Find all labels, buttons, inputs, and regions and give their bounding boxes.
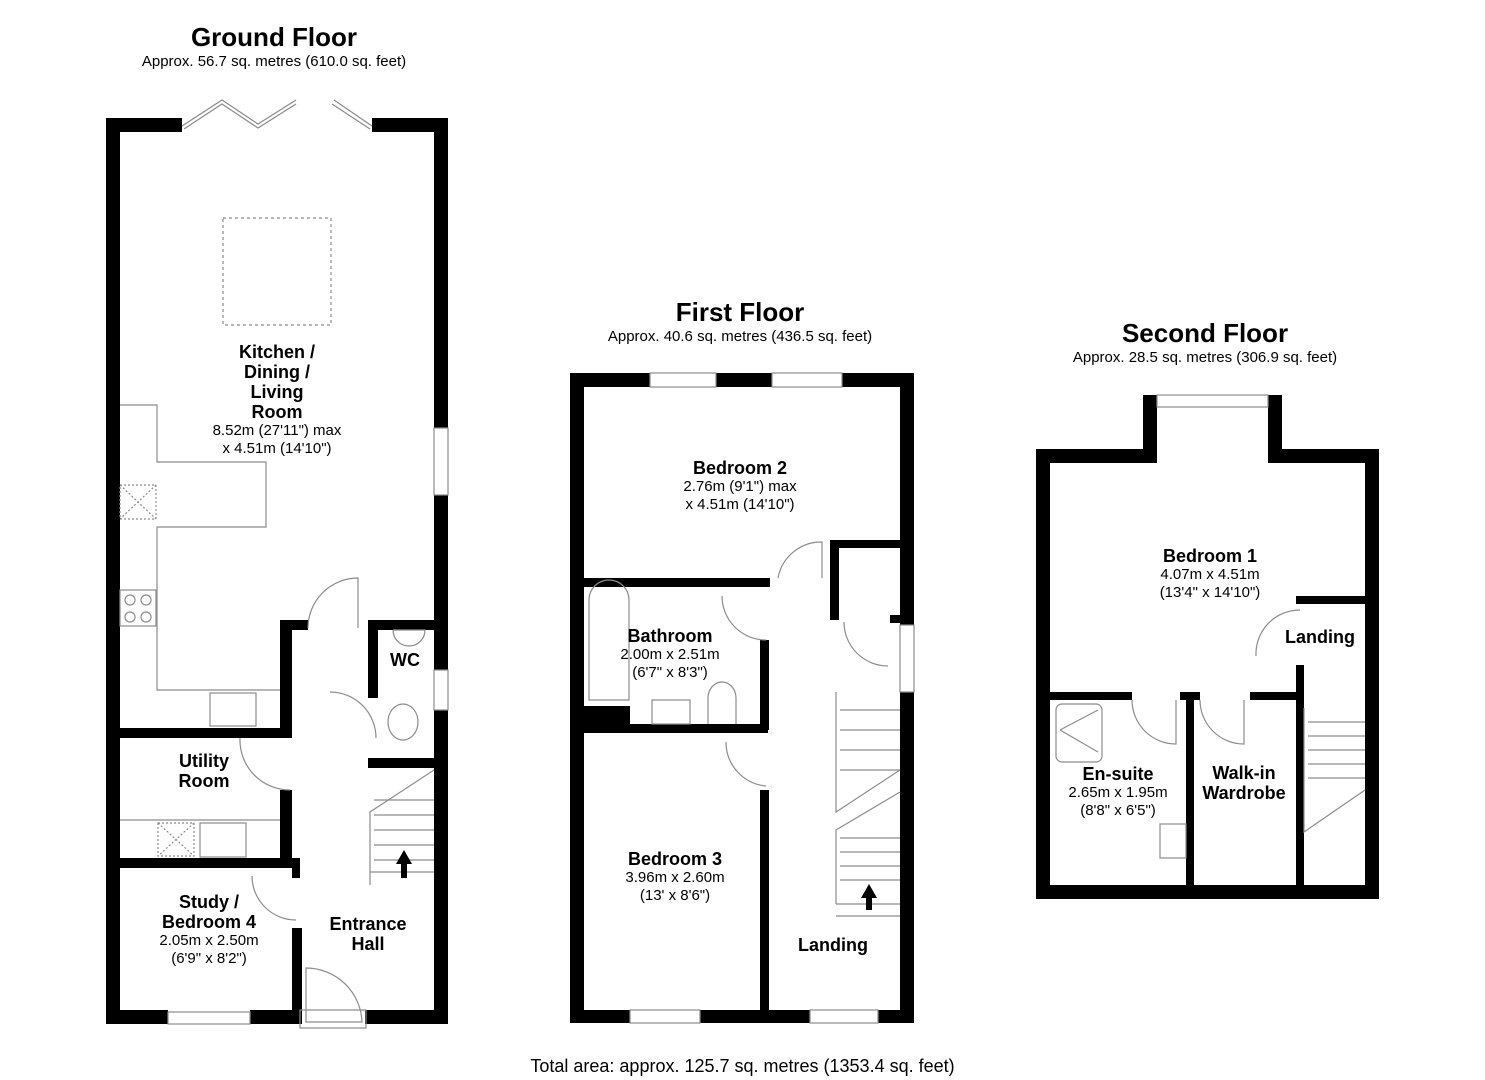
window-icon: [771, 372, 843, 388]
room-name: Bedroom 3: [627, 849, 723, 869]
room-bedroom-3: Bedroom 3 3.96m x 2.60m (13' x 8'6"): [590, 849, 760, 905]
staircase-icon: [1303, 708, 1366, 834]
appliance-icon: [157, 822, 195, 857]
basin-icon: [1159, 823, 1187, 859]
first-floor-walls: [570, 373, 914, 1023]
second-floor-title: Second Floor: [1121, 318, 1289, 348]
window-icon: [899, 624, 915, 693]
room-dimensions: 3.96m x 2.60m (13' x 8'6"): [625, 869, 725, 904]
room-name: Bedroom 1: [1162, 546, 1258, 566]
room-kitchen-dining-living: Kitchen / Dining / Living Room 8.52m (27…: [177, 342, 377, 458]
first-floor-title: First Floor: [675, 297, 805, 327]
door-swing-icon: [1255, 609, 1301, 657]
room-dimensions: 8.52m (27'11") max x 4.51m (14'10"): [212, 422, 342, 457]
door-swing-icon: [1199, 699, 1245, 745]
room-en-suite: En-suite 2.65m x 1.95m (8'8" x 6'5"): [1050, 764, 1186, 820]
room-name: WC: [390, 650, 420, 670]
room-bathroom: Bathroom 2.00m x 2.51m (6'7" x 8'3"): [600, 626, 740, 682]
window-icon: [649, 372, 717, 388]
room-bedroom-1: Bedroom 1 4.07m x 4.51m (13'4" x 14'10"): [1125, 546, 1295, 602]
bathtub-icon: [588, 579, 630, 701]
first-floor-area: Approx. 40.6 sq. metres (436.5 sq. feet): [607, 328, 873, 345]
appliance-icon: [119, 484, 157, 520]
room-walk-in-wardrobe: Walk-in Wardrobe: [1192, 763, 1296, 803]
window-icon: [1156, 394, 1269, 408]
door-swing-icon: [239, 737, 291, 791]
window-icon: [433, 669, 449, 711]
second-floor-walls: [1036, 395, 1379, 899]
room-name: Entrance Hall: [329, 914, 407, 954]
room-name: Landing: [1285, 627, 1355, 647]
front-door-icon: [305, 967, 363, 1023]
door-swing-icon: [251, 875, 297, 921]
room-bedroom-2: Bedroom 2 2.76m (9'1") max x 4.51m (14'1…: [640, 458, 840, 514]
room-name: Kitchen / Dining / Living Room: [238, 342, 315, 422]
room-name: Landing: [798, 935, 868, 955]
room-name: Walk-in Wardrobe: [1202, 763, 1286, 803]
door-swing-icon: [721, 595, 767, 641]
door-swing-icon: [725, 741, 767, 787]
room-wc: WC: [380, 650, 430, 670]
door-swing-icon: [307, 577, 359, 629]
room-name: Study / Bedroom 4: [161, 892, 257, 932]
toilet-icon: [387, 703, 419, 741]
room-dimensions: 4.07m x 4.51m (13'4" x 14'10"): [1159, 566, 1261, 601]
room-dimensions: 2.76m (9'1") max x 4.51m (14'10"): [683, 478, 797, 513]
bifold-door-icon: [181, 99, 373, 130]
room-landing-first: Landing: [783, 935, 883, 955]
door-swing-icon: [1131, 699, 1177, 745]
room-dimensions: 2.00m x 2.51m (6'7" x 8'3"): [620, 646, 720, 681]
kitchen-worktop-outline: [120, 404, 280, 691]
rooflight-icon: [222, 217, 332, 326]
staircase-icon: [835, 692, 901, 917]
room-name: Bedroom 2: [692, 458, 788, 478]
door-swing-icon: [777, 541, 823, 579]
window-icon: [809, 1009, 879, 1024]
kitchen-sink-icon: [209, 692, 257, 727]
ground-floor-title: Ground Floor: [190, 22, 358, 52]
room-name: En-suite: [1082, 764, 1154, 784]
window-icon: [167, 1011, 251, 1025]
room-entrance-hall: Entrance Hall: [313, 914, 423, 954]
total-area: Total area: approx. 125.7 sq. metres (13…: [530, 1056, 955, 1076]
window-icon: [433, 427, 449, 496]
room-name: Utility Room: [178, 751, 230, 791]
door-swing-icon: [329, 691, 377, 739]
ground-floor-walls: [106, 118, 448, 1024]
toilet-icon: [707, 681, 737, 724]
room-name: Bathroom: [627, 626, 713, 646]
room-dimensions: 2.05m x 2.50m (6'9" x 8'2"): [159, 932, 259, 967]
basin-icon: [392, 629, 426, 647]
stair-arrow-icon: [396, 850, 877, 910]
room-dimensions: 2.65m x 1.95m (8'8" x 6'5"): [1068, 784, 1168, 819]
hob-icon: [119, 589, 157, 627]
room-utility: Utility Room: [154, 751, 254, 791]
basin-icon: [651, 699, 691, 725]
window-icon: [629, 1009, 701, 1024]
room-study-bedroom-4: Study / Bedroom 4 2.05m x 2.50m (6'9" x …: [124, 892, 294, 968]
shower-icon: [1055, 703, 1103, 763]
room-landing-second: Landing: [1282, 627, 1358, 647]
second-floor-area: Approx. 28.5 sq. metres (306.9 sq. feet): [1072, 349, 1338, 366]
utility-sink-icon: [199, 822, 247, 858]
door-swing-icon: [843, 621, 889, 667]
ground-floor-area: Approx. 56.7 sq. metres (610.0 sq. feet): [141, 53, 407, 70]
